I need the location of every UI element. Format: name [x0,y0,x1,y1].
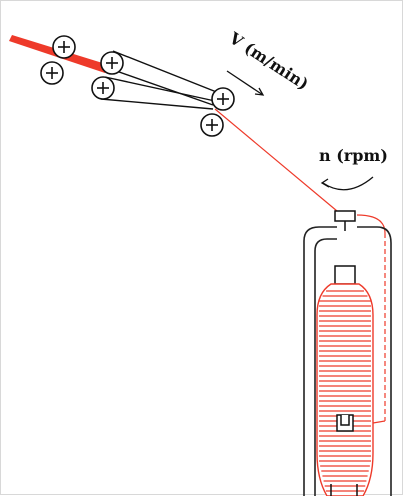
spindle-shaft [330,484,358,496]
spindle-lock [336,414,354,432]
apron-roller-top [100,51,124,75]
ring-rail-frame [303,226,392,496]
speed-arrow [226,70,265,96]
feed-roller-top [52,35,76,59]
rotation-arrow [320,176,374,191]
rotation-label: n (rpm) [319,146,388,165]
bobbin-tip [334,265,356,285]
apron-roller-bottom [91,76,115,100]
front-roller-top [211,87,235,111]
drafting-apron [100,50,220,110]
front-roller-bottom [200,113,224,137]
yarn-path [214,108,386,424]
traveller [334,210,356,231]
bobbin-package [316,283,374,496]
speed-label: V (m/min) [225,28,312,94]
feed-roller-bottom [40,61,64,85]
